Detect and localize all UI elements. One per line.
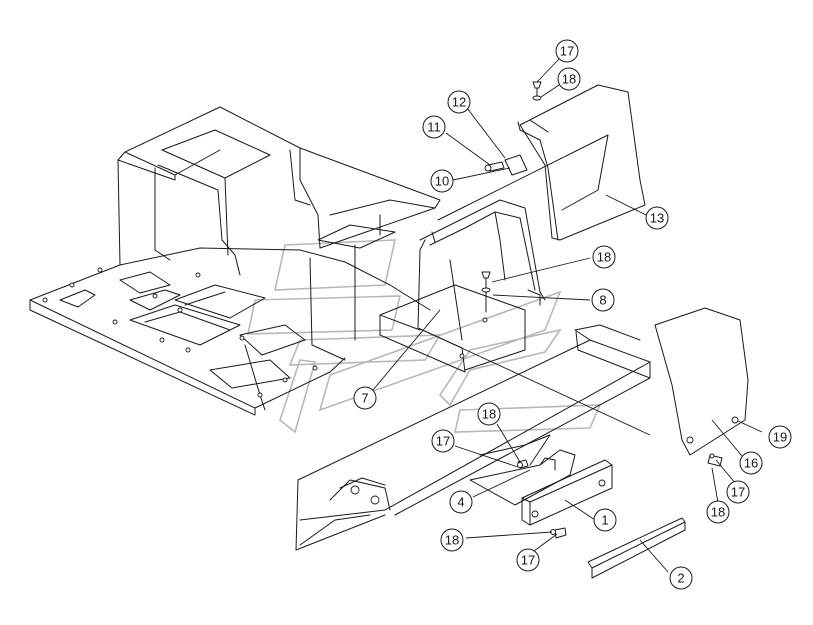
callout-12: 12 [447, 90, 471, 114]
leader-lines [372, 57, 763, 573]
callout-11: 11 [422, 115, 446, 139]
long-rail [295, 324, 651, 551]
callout-label: 12 [452, 95, 466, 110]
bracket-part-10 [484, 154, 528, 176]
callout-7: 7 [353, 386, 377, 410]
callout-label: 8 [599, 293, 606, 308]
callout-label: 18 [711, 505, 725, 520]
callout-18-bottom: 18 [440, 528, 464, 552]
callout-label: 18 [445, 533, 459, 548]
callout-18-top: 18 [557, 67, 581, 91]
callout-label: 18 [482, 407, 496, 422]
screw-top [532, 81, 542, 101]
callout-4: 4 [449, 490, 473, 514]
callout-label: 17 [521, 553, 535, 568]
callout-label: 17 [560, 44, 574, 59]
callout-17-mid: 17 [431, 429, 455, 453]
callout-label: 18 [562, 72, 576, 87]
callout-18-mid: 18 [477, 402, 501, 426]
callout-label: 19 [773, 430, 787, 445]
callout-label: 1 [601, 513, 608, 528]
screw-center [481, 271, 491, 313]
callout-18-center: 18 [592, 245, 616, 269]
callout-17-right: 17 [726, 480, 750, 504]
callout-17-top: 17 [555, 39, 579, 63]
bolt-lower [550, 527, 567, 539]
callout-label: 16 [744, 456, 758, 471]
callout-label: 13 [650, 211, 664, 226]
seat-box-part-7 [379, 199, 546, 373]
callout-1: 1 [593, 508, 617, 532]
callout-label: 10 [435, 174, 449, 189]
callout-13: 13 [645, 206, 669, 230]
callout-label: 17 [731, 485, 745, 500]
callout-10: 10 [430, 169, 454, 193]
callout-label: 4 [457, 495, 464, 510]
side-plate-part-16 [654, 307, 749, 467]
floor-plate-frame [29, 106, 441, 416]
clamp-part-4 [469, 434, 576, 506]
callout-label: 17 [436, 434, 450, 449]
callout-19: 19 [768, 425, 792, 449]
callout-label: 18 [597, 250, 611, 265]
callout-18-right: 18 [706, 500, 730, 524]
callout-16: 16 [739, 451, 763, 475]
callout-label: 7 [361, 391, 368, 406]
callout-label: 2 [677, 571, 684, 586]
back-panel-part-13 [437, 84, 646, 241]
callout-8: 8 [591, 288, 615, 312]
callout-2: 2 [669, 566, 693, 590]
callout-label: 11 [427, 120, 441, 135]
callout-17-bottom: 17 [516, 548, 540, 572]
strip-part-2 [587, 517, 686, 579]
